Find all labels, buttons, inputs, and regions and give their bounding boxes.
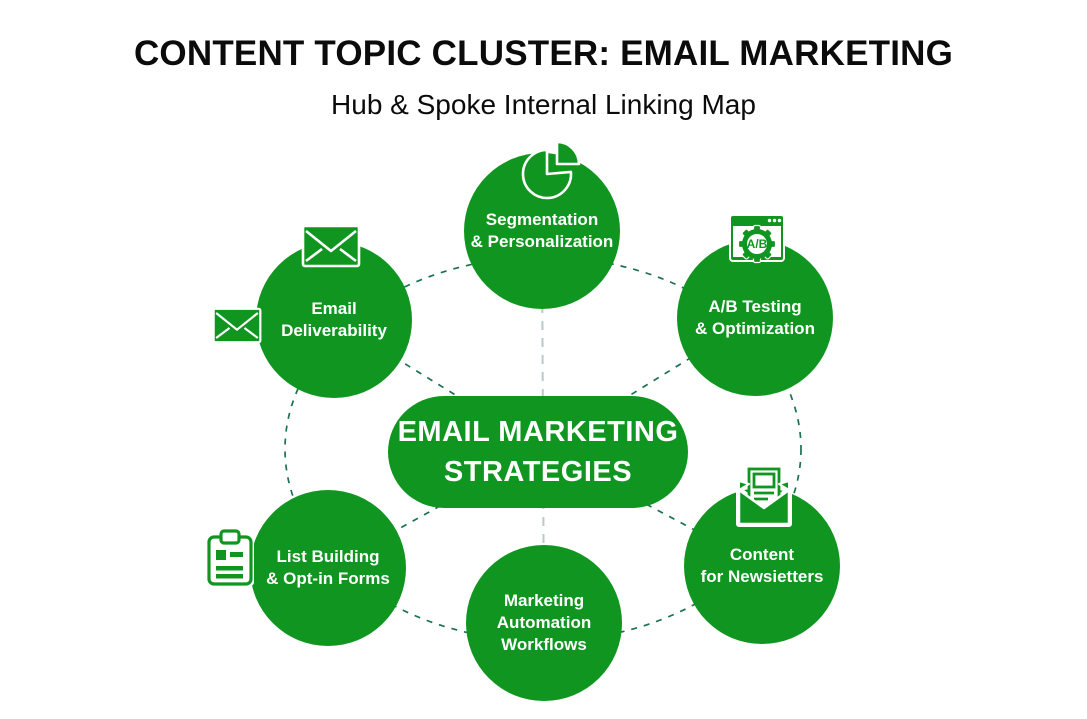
spoke-label-line: Workflows — [501, 635, 587, 655]
pie-chart-icon — [521, 140, 581, 200]
spoke-label-line: & Opt-in Forms — [266, 569, 390, 588]
envelope-icon — [301, 224, 361, 268]
spoke-label-line: A/B Testing — [708, 296, 802, 316]
header: CONTENT TOPIC CLUSTER: EMAIL MARKETING H… — [0, 34, 1087, 121]
hub-label-line: EMAIL MARKETING — [397, 415, 679, 448]
spoke-label-line: Segmentation — [485, 209, 599, 229]
spoke-segmentation-personalization: Segmentation & Personalization — [464, 153, 620, 309]
hub-email-marketing-strategies: EMAIL MARKETING STRATEGIES — [388, 396, 688, 508]
page-subtitle: Hub & Spoke Internal Linking Map — [331, 89, 756, 120]
spoke-label-line: & Optimization — [695, 319, 815, 338]
spoke-marketing-automation-workflows: Marketing Automation Workflows — [466, 545, 622, 701]
spoke-label-line: & Personalization — [470, 232, 614, 251]
spoke-label-line: List Building — [276, 546, 380, 566]
clipboard-checklist-icon — [206, 529, 254, 587]
spoke-list-building-opt-in-forms: List Building & Opt-in Forms — [250, 490, 406, 646]
connector-hub-to-automation — [542, 448, 545, 624]
spoke-email-deliverability: Email Deliverability — [256, 242, 412, 398]
spoke-label-line: Deliverability — [281, 321, 387, 340]
spoke-label-line: Email — [311, 298, 357, 318]
spoke-label-line: for Newsietters — [700, 567, 824, 586]
hub-label-line: STRATEGIES — [443, 456, 633, 488]
ab-label: A/B — [747, 237, 768, 251]
spoke-ab-testing-optimization: A/B Testing & Optimization — [677, 240, 833, 396]
newsletter-envelope-icon — [736, 467, 792, 527]
page-title: CONTENT TOPIC CLUSTER: EMAIL MARKETING — [133, 34, 954, 73]
spoke-label-line: Marketing — [503, 590, 585, 610]
spoke-label-line: Automation — [496, 612, 592, 632]
spoke-content-for-newsletters: Content for Newsietters — [684, 488, 840, 644]
gear-icon: A/B — [737, 224, 777, 264]
spoke-label-line: Content — [729, 544, 795, 564]
envelope-icon — [212, 307, 262, 344]
ab-test-browser-gear-icon: A/B — [729, 214, 785, 264]
